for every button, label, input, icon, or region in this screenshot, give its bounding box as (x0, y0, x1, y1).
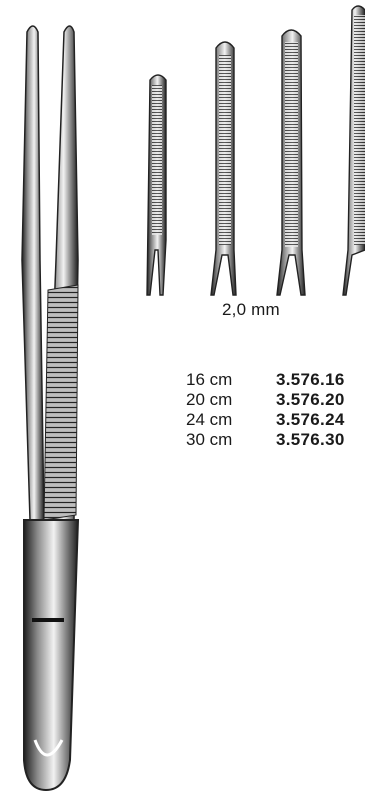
tip-detail-30cm (342, 5, 365, 296)
size-length: 16 cm (186, 370, 233, 389)
size-code-table: 16 cm 3.576.16 20 cm 3.576.20 24 cm 3.57… (186, 370, 345, 450)
size-row: 24 cm 3.576.24 (186, 410, 345, 430)
size-length: 24 cm (186, 410, 233, 429)
forceps-full-view (21, 25, 80, 792)
size-length: 30 cm (186, 430, 233, 449)
article-code: 3.576.20 (276, 390, 345, 409)
article-code: 3.576.24 (276, 410, 345, 429)
size-row: 30 cm 3.576.30 (186, 430, 345, 450)
tip-detail-24cm (276, 29, 306, 296)
size-row: 20 cm 3.576.20 (186, 390, 345, 410)
tip-detail-20cm (210, 41, 237, 296)
size-length: 20 cm (186, 390, 233, 409)
article-code: 3.576.16 (276, 370, 345, 389)
size-row: 16 cm 3.576.16 (186, 370, 345, 390)
article-code: 3.576.30 (276, 430, 345, 449)
tip-detail-16cm (146, 74, 167, 296)
tip-width-label: 2,0 mm (222, 300, 280, 319)
